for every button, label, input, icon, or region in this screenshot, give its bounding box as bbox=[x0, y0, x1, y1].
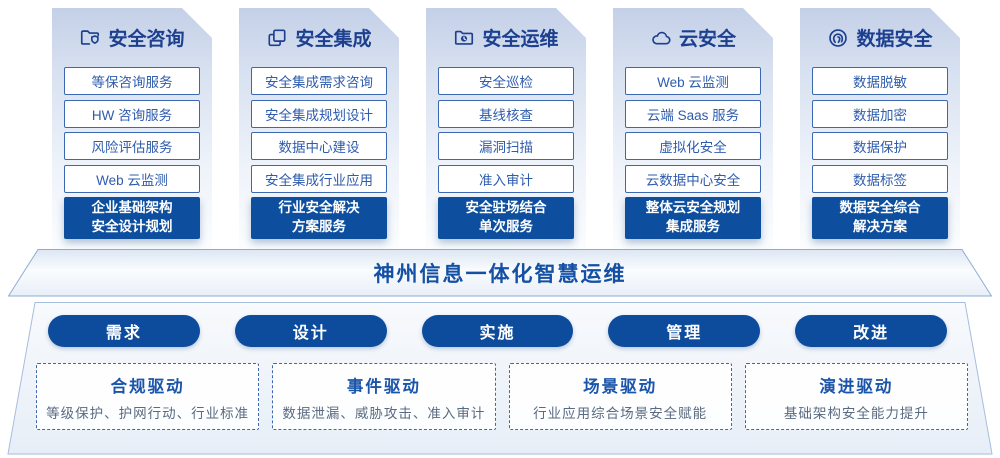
card-title: 安全集成 bbox=[295, 29, 372, 50]
banner-trapezoid-shape bbox=[8, 249, 992, 297]
service-item: HW 咨询服务 bbox=[64, 100, 200, 128]
driver-scenario: 场景驱动 行业应用综合场景安全赋能 bbox=[508, 363, 732, 430]
card-cloud-security: 云安全 Web 云监测 云端 Saas 服务 虚拟化安全 云数据中心安全 整体云… bbox=[613, 8, 773, 250]
card-security-consulting: 安全咨询 等保咨询服务 HW 咨询服务 风险评估服务 Web 云监测 企业基础架… bbox=[52, 8, 212, 250]
service-item: 数据加密 bbox=[812, 100, 948, 128]
service-item: 准入审计 bbox=[438, 165, 574, 193]
process-pills-row: 需求 设计 实施 管理 改进 bbox=[48, 315, 947, 347]
service-item: 数据保护 bbox=[812, 132, 948, 160]
footer-line: 行业安全解决 bbox=[278, 200, 360, 216]
cloud-icon bbox=[650, 27, 672, 49]
driver-title: 演进驱动 bbox=[819, 378, 894, 396]
card-security-operations: 安全运维 安全巡检 基线核查 漏洞扫描 准入审计 安全驻场结合 单次服务 bbox=[426, 8, 586, 250]
service-item: Web 云监测 bbox=[64, 165, 200, 193]
footer-line: 方案服务 bbox=[292, 219, 346, 234]
driver-title: 场景驱动 bbox=[583, 378, 658, 396]
card-footer: 数据安全综合 解决方案 bbox=[812, 197, 948, 239]
service-item: 安全集成行业应用 bbox=[251, 165, 387, 193]
platform-banner: 神州信息一体化智慧运维 bbox=[8, 249, 992, 297]
footer-line: 企业基础架构 bbox=[91, 200, 173, 216]
driver-title: 事件驱动 bbox=[346, 378, 421, 396]
service-item: 安全巡检 bbox=[438, 67, 574, 95]
pill-design: 设计 bbox=[234, 315, 387, 347]
fingerprint-icon bbox=[827, 27, 849, 49]
service-item: 虚拟化安全 bbox=[625, 132, 761, 160]
card-header: 安全运维 bbox=[438, 8, 574, 67]
driver-compliance: 合规驱动 等级保护、护网行动、行业标准 bbox=[36, 363, 260, 430]
driver-desc: 等级保护、护网行动、行业标准 bbox=[46, 406, 250, 421]
card-title: 数据安全 bbox=[856, 29, 933, 50]
driver-title: 合规驱动 bbox=[110, 378, 185, 396]
footer-line: 数据安全综合 bbox=[839, 200, 921, 216]
service-item: 云数据中心安全 bbox=[625, 165, 761, 193]
process-section: 需求 设计 实施 管理 改进 合规驱动 等级保护、护网行动、行业标准 事件驱动 … bbox=[5, 302, 995, 455]
card-title: 云安全 bbox=[678, 29, 736, 50]
driver-desc: 基础架构安全能力提升 bbox=[783, 406, 929, 421]
card-data-security: 数据安全 数据脱敏 数据加密 数据保护 数据标签 数据安全综合 解决方案 bbox=[800, 8, 960, 250]
card-header: 云安全 bbox=[625, 8, 761, 67]
service-item: 数据中心建设 bbox=[251, 132, 387, 160]
card-header: 安全咨询 bbox=[64, 8, 200, 67]
service-item: 安全集成规划设计 bbox=[251, 100, 387, 128]
driver-desc: 数据泄漏、威胁攻击、准入审计 bbox=[282, 406, 486, 421]
card-footer: 整体云安全规划 集成服务 bbox=[625, 197, 761, 239]
footer-line: 解决方案 bbox=[853, 219, 907, 234]
folder-clock-icon bbox=[453, 27, 475, 49]
service-item: 云端 Saas 服务 bbox=[625, 100, 761, 128]
driver-evolution: 演进驱动 基础架构安全能力提升 bbox=[744, 363, 968, 430]
service-item: 安全集成需求咨询 bbox=[251, 67, 387, 95]
footer-line: 集成服务 bbox=[666, 219, 720, 234]
card-header: 数据安全 bbox=[812, 8, 948, 67]
driver-incident: 事件驱动 数据泄漏、威胁攻击、准入审计 bbox=[272, 363, 496, 430]
service-item: 基线核查 bbox=[438, 100, 574, 128]
footer-line: 安全设计规划 bbox=[91, 219, 173, 234]
documents-icon bbox=[266, 27, 288, 49]
driver-desc: 行业应用综合场景安全赋能 bbox=[533, 406, 708, 421]
service-cards-row: 安全咨询 等保咨询服务 HW 咨询服务 风险评估服务 Web 云监测 企业基础架… bbox=[52, 8, 960, 250]
service-item: 风险评估服务 bbox=[64, 132, 200, 160]
footer-line: 单次服务 bbox=[479, 219, 533, 234]
pill-implementation: 实施 bbox=[421, 315, 574, 347]
pill-improvement: 改进 bbox=[795, 315, 947, 347]
card-title: 安全咨询 bbox=[108, 29, 185, 50]
card-security-integration: 安全集成 安全集成需求咨询 安全集成规划设计 数据中心建设 安全集成行业应用 行… bbox=[239, 8, 399, 250]
banner-title: 神州信息一体化智慧运维 bbox=[373, 263, 627, 286]
footer-line: 安全驻场结合 bbox=[465, 200, 547, 216]
card-title: 安全运维 bbox=[482, 29, 559, 50]
card-header: 安全集成 bbox=[251, 8, 387, 67]
service-item: 漏洞扫描 bbox=[438, 132, 574, 160]
service-item: Web 云监测 bbox=[625, 67, 761, 95]
service-item: 数据脱敏 bbox=[812, 67, 948, 95]
footer-line: 整体云安全规划 bbox=[645, 200, 741, 216]
service-item: 数据标签 bbox=[812, 165, 948, 193]
card-footer: 安全驻场结合 单次服务 bbox=[438, 197, 574, 239]
card-footer: 企业基础架构 安全设计规划 bbox=[64, 197, 200, 239]
drivers-row: 合规驱动 等级保护、护网行动、行业标准 事件驱动 数据泄漏、威胁攻击、准入审计 … bbox=[36, 363, 968, 430]
pill-demand: 需求 bbox=[48, 315, 200, 347]
pill-management: 管理 bbox=[608, 315, 761, 347]
folder-shield-icon bbox=[79, 27, 101, 49]
card-footer: 行业安全解决 方案服务 bbox=[251, 197, 387, 239]
service-item: 等保咨询服务 bbox=[64, 67, 200, 95]
